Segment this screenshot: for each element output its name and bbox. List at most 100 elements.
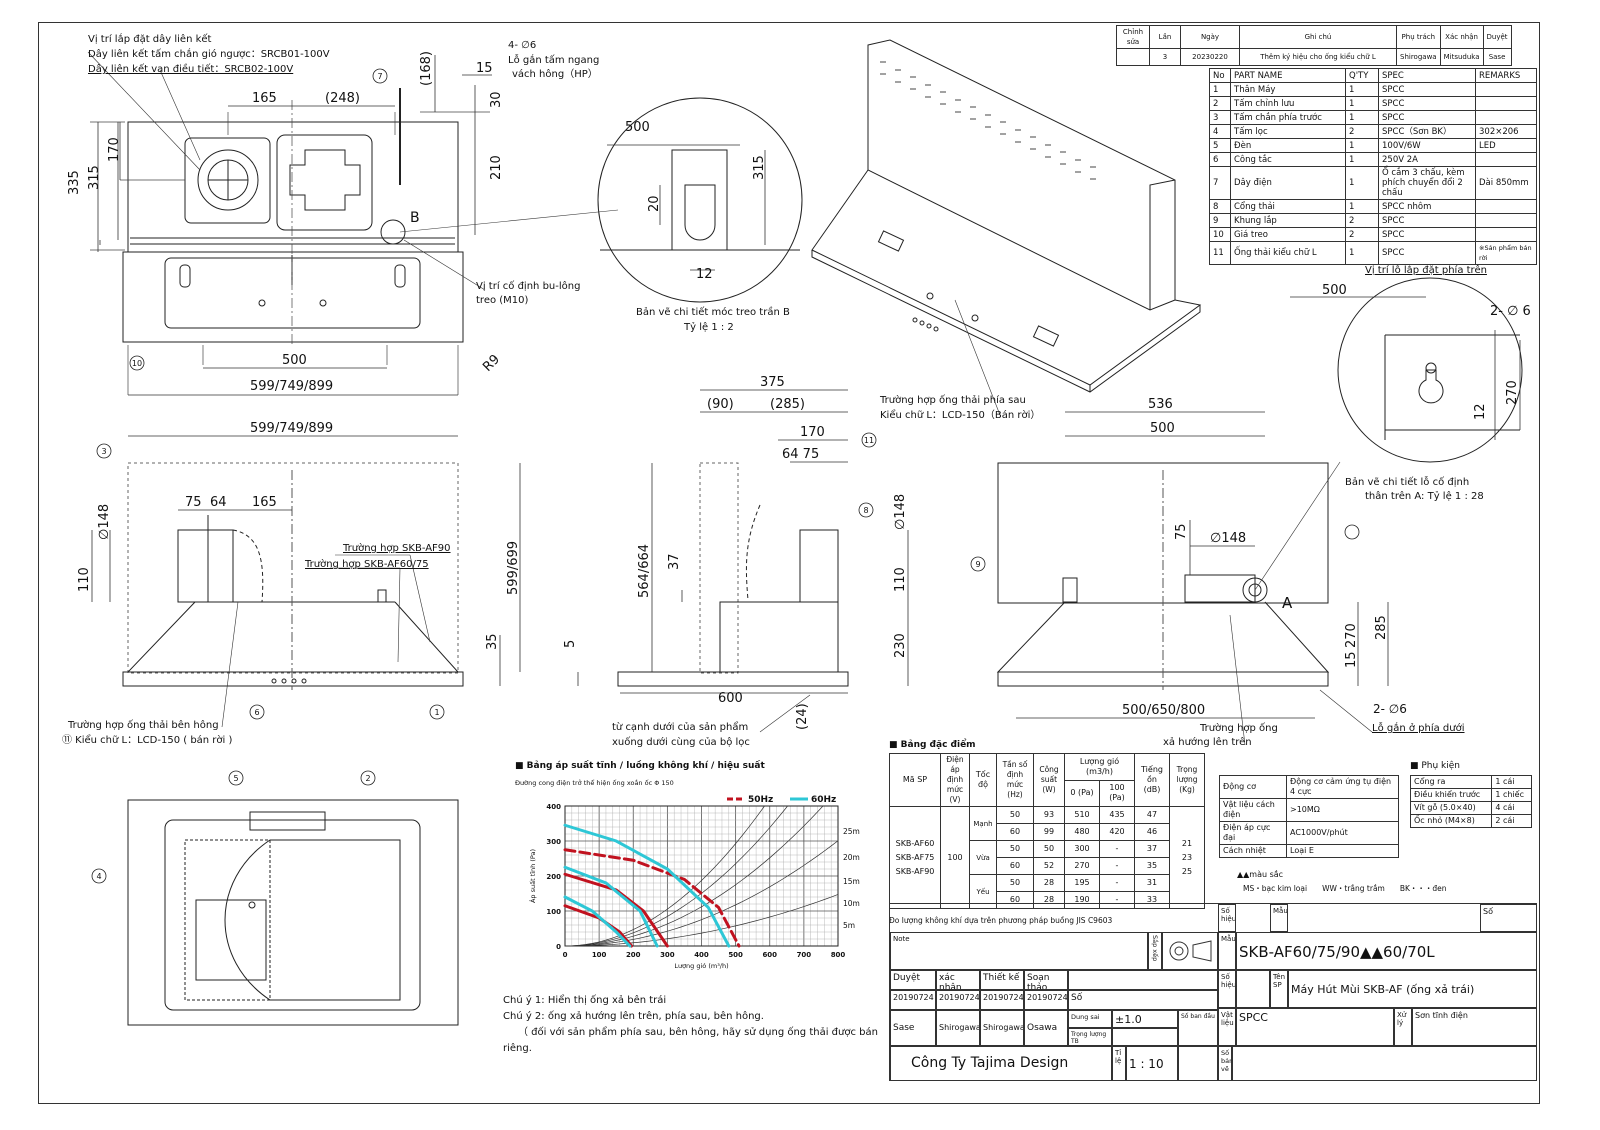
dim-side-170: 170 xyxy=(800,425,825,440)
dim-110: 110 xyxy=(77,567,92,592)
tb-material: SPCC xyxy=(1236,1008,1394,1046)
chart-series-line xyxy=(563,848,741,948)
parts-cell: Tấm chắn phía trước xyxy=(1230,110,1346,125)
note-detail-b-title: Bản vẽ chi tiết móc treo trần B xyxy=(636,307,790,318)
tb-date-2: 20190724 xyxy=(936,990,980,1010)
chart-legend-60hz: 60Hz xyxy=(811,795,836,805)
tb-so-top: Số xyxy=(1480,904,1537,932)
tb-xac-nhan: xác nhận xyxy=(936,970,980,990)
dim-24: (24) xyxy=(795,703,810,730)
note-bottom-2: xuống dưới cùng của bộ lọc xyxy=(612,737,750,748)
chart-y-tick: 400 xyxy=(546,803,561,811)
note-up-1: Trường hợp ống xyxy=(1200,723,1278,734)
tb-so-2: Số xyxy=(1068,990,1218,1010)
callout-8: 8 xyxy=(863,506,868,515)
dim-5: 5 xyxy=(563,640,578,648)
accessories-title: ■ Phụ kiện xyxy=(1410,761,1461,771)
spec-h-p0: 0 (Pa) xyxy=(1064,779,1100,807)
spec-cell: 270 xyxy=(1064,857,1100,875)
spec-h-p100: 100 (Pa) xyxy=(1099,779,1135,807)
parts-cell: 6 xyxy=(1209,152,1231,167)
rev-h-0: Chỉnh sửa xyxy=(1116,25,1150,49)
label-a: A xyxy=(1282,594,1293,612)
parts-cell xyxy=(1475,96,1537,111)
dim-599-699: 599/699 xyxy=(506,541,521,595)
callout-2: 2 xyxy=(365,774,370,783)
dim-536: 536 xyxy=(1148,397,1173,412)
spec-cell: 99 xyxy=(1033,823,1065,841)
tb-name-2: Shirogawa xyxy=(936,1010,980,1046)
note-bottom-1: từ cạnh dưới của sản phẩm xyxy=(612,722,749,733)
callout-6: 6 xyxy=(254,708,259,717)
spec-cell: 300 xyxy=(1064,840,1100,858)
chart-x-tick: 400 xyxy=(694,951,709,959)
note-case-60-75: Trường hợp SKB-AF60/75 xyxy=(305,559,429,570)
dim-rear-15: 15 xyxy=(1344,651,1359,668)
motor-cell: Cách nhiệt xyxy=(1219,844,1287,858)
chart-x-tick: 700 xyxy=(797,951,812,959)
spec-cell: 50 xyxy=(1033,840,1065,858)
dim-detail-b-315: 315 xyxy=(752,155,767,180)
dim-rear-270: 270 xyxy=(1344,623,1359,648)
tb-product-name: Máy Hút Mùi SKB-AF (ống xả trái) xyxy=(1288,970,1537,1008)
note-rear-type: Kiểu chữ L：LCD-150（Bán rời） xyxy=(880,410,1041,421)
color-legend: MS・bạc kim loại WW・trắng trắm BK・・・đen xyxy=(1243,884,1447,893)
motor-cell: Vật liệu cách điện xyxy=(1219,798,1287,822)
callout-3: 3 xyxy=(101,447,106,456)
note-wire-2: Dây liên kết van điều tiết：SRCB02-100V xyxy=(88,64,294,75)
note-hole-qty: 4- ∅6 xyxy=(508,40,537,51)
parts-cell: ※Sản phẩm bán rời xyxy=(1475,241,1537,265)
chart-y-label: Áp suất tĩnh (Pa) xyxy=(528,849,537,903)
dim-375: 375 xyxy=(760,375,785,390)
motor-row: Vật liệu cách điện>10MΩ xyxy=(1219,798,1399,822)
parts-cell: 5 xyxy=(1209,138,1231,153)
tb-model: SKB-AF60/75/90▲▲60/70L xyxy=(1236,932,1537,970)
title-block: Số hiệu Mẫu Số Note Sắp xếp Mẫu SKB-AF60… xyxy=(889,903,1537,1081)
spec-cell: 50 xyxy=(996,874,1034,892)
spec-cell: 510 xyxy=(1064,806,1100,824)
dim-detail-b-500: 500 xyxy=(625,120,650,135)
dim-front-165: 165 xyxy=(252,495,277,510)
parts-cell: Công tắc xyxy=(1230,152,1346,167)
callout-1: 1 xyxy=(434,708,439,717)
parts-h-remarks: REMARKS xyxy=(1475,68,1537,83)
label-b: B xyxy=(410,210,420,226)
tb-ten-sp: Tên SP xyxy=(1270,970,1288,1008)
parts-cell: LED xyxy=(1475,138,1537,153)
spec-h-model: Mã SP xyxy=(889,753,941,807)
dim-rear-500: 500 xyxy=(1150,421,1175,436)
dim-front-width: 599/749/899 xyxy=(250,421,333,436)
note-detail-a-scale: thân trên A: Tỷ lệ 1 : 28 xyxy=(1365,491,1484,502)
rear-view xyxy=(996,462,1330,690)
note-case-90: Trường hợp SKB-AF90 xyxy=(343,543,451,554)
callout-5: 5 xyxy=(233,774,238,783)
parts-cell: 2 xyxy=(1345,213,1379,228)
spec-cell: - xyxy=(1099,840,1135,858)
parts-cell: 302×206 xyxy=(1475,124,1537,139)
note-detail-a-title: Bản vẽ chi tiết lỗ cố định xyxy=(1345,477,1470,488)
chart-duct-label: 10m xyxy=(843,899,860,908)
dim-500-650-800: 500/650/800 xyxy=(1122,703,1205,718)
spec-cell: 31 xyxy=(1134,874,1170,892)
chart-x-tick: 500 xyxy=(728,951,743,959)
parts-cell: Đèn xyxy=(1230,138,1346,153)
tb-tolerance: ±1.0 xyxy=(1112,1010,1178,1028)
chart-x-tick: 200 xyxy=(626,951,641,959)
drawing-sheet-border xyxy=(38,22,1540,1104)
chart-series-line xyxy=(563,823,731,948)
parts-cell: SPCC xyxy=(1378,241,1476,265)
spec-h-volt: Điện áp định mức (V) xyxy=(940,753,970,807)
parts-cell: 2 xyxy=(1345,227,1379,242)
spec-cell: 46 xyxy=(1134,823,1170,841)
dim-230: 230 xyxy=(893,633,908,658)
motor-cell: AC1000V/phút xyxy=(1286,821,1399,845)
parts-cell xyxy=(1475,227,1537,242)
